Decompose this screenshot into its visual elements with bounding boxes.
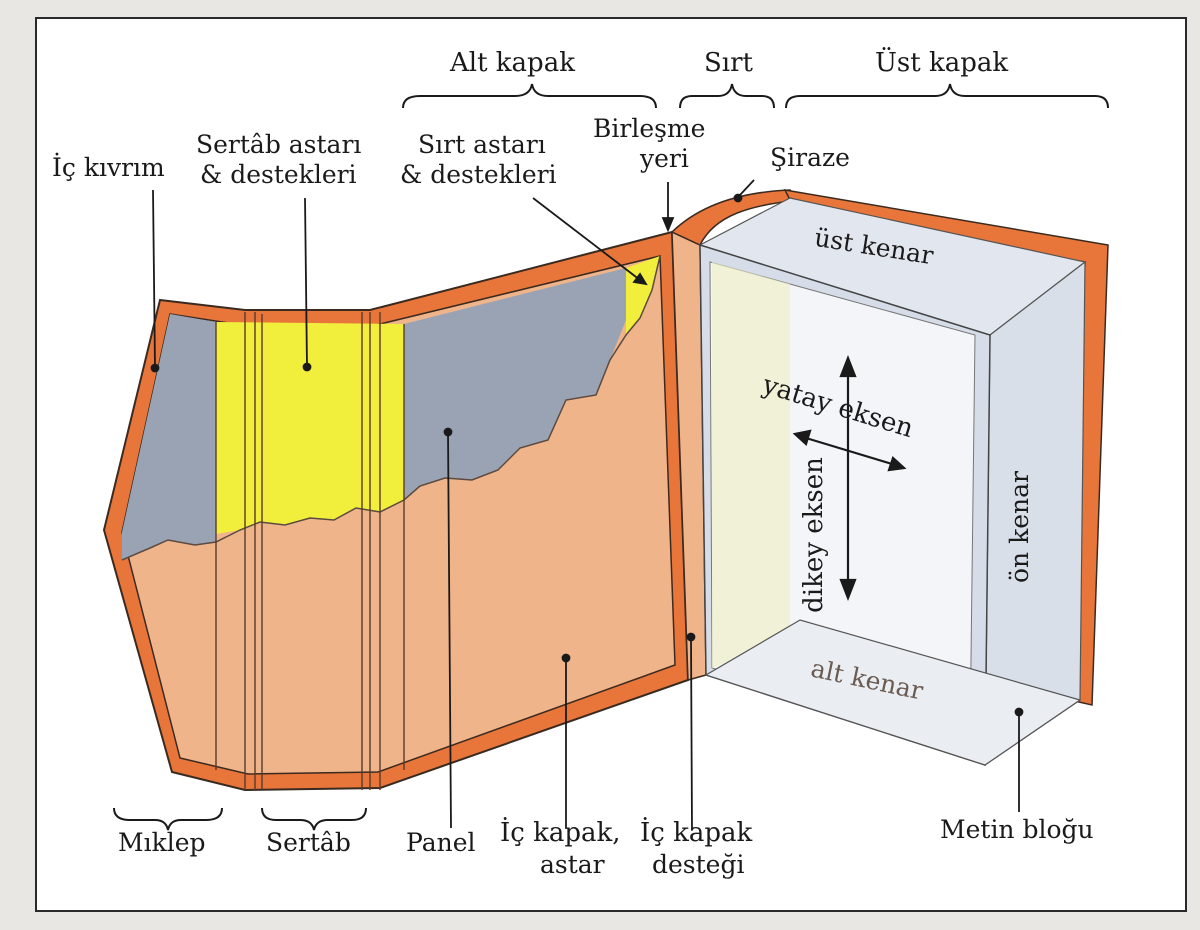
panel-gray-lining xyxy=(404,268,626,500)
label-birlesme-line1: Birleşme xyxy=(593,114,706,143)
fold-lines xyxy=(215,312,405,790)
label-miklep: Mıklep xyxy=(118,828,206,857)
label-alt-kapak: Alt kapak xyxy=(450,48,575,78)
leader-lines xyxy=(150,179,1024,831)
label-sirt: Sırt xyxy=(704,48,754,78)
page-yellow-tint xyxy=(712,262,790,668)
label-ic-kapak-destegi-line1: İç kapak xyxy=(640,818,753,848)
label-ic-kapak-destegi-line2: desteği xyxy=(652,850,745,879)
label-ic-kivrim: İç kıvrım xyxy=(52,153,165,182)
label-panel: Panel xyxy=(406,828,476,857)
label-on-kenar: ön kenar xyxy=(1005,471,1034,583)
torn-edge xyxy=(121,255,661,561)
label-metin-blogu: Metin bloğu xyxy=(940,815,1094,844)
label-sertab-astari-line1: Sertâb astarı xyxy=(196,130,362,159)
label-ust-kapak: Üst kapak xyxy=(875,48,1009,78)
label-dikey-eksen: dikey eksen xyxy=(798,457,829,613)
miklep-gray-lining xyxy=(122,314,216,560)
label-sirt-astari-line1: Sırt astarı xyxy=(418,130,546,159)
text-block-bottom xyxy=(704,619,1082,766)
sertab-yellow-lining xyxy=(216,322,404,534)
axis-arrows xyxy=(792,354,907,602)
braces xyxy=(113,83,1109,831)
label-birlesme-line2: yeri xyxy=(640,144,689,173)
label-siraze: Şiraze xyxy=(770,143,850,172)
label-sertab: Sertâb xyxy=(266,828,351,857)
label-sirt-astari-line2: & destekleri xyxy=(400,160,557,189)
label-ic-kapak-astar-line1: İç kapak, xyxy=(500,818,621,848)
label-ic-kapak-astar-line2: astar xyxy=(540,850,605,879)
label-sertab-astari-line2: & destekleri xyxy=(200,160,357,189)
